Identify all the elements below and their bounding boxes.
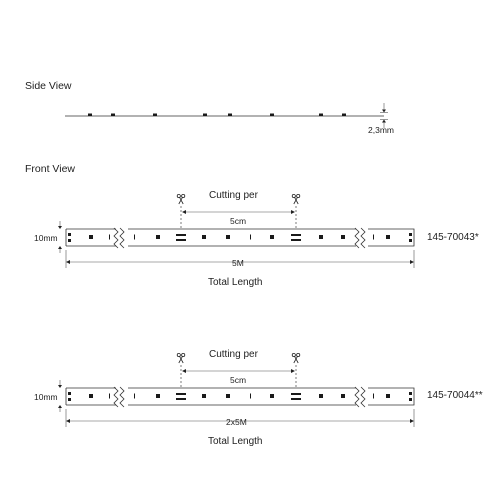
arrow-icon xyxy=(58,405,62,408)
strip-outline xyxy=(66,387,415,406)
width-label: 10mm xyxy=(34,233,58,243)
scissors-icon xyxy=(291,352,301,364)
part-number: 145-70044** xyxy=(427,390,483,401)
scissors-icon xyxy=(176,193,186,205)
cut-interval-label: 5cm xyxy=(230,216,246,226)
strip-outline xyxy=(66,228,415,247)
strip-2: Cutting per 5cm xyxy=(34,349,483,447)
led-chip xyxy=(202,235,206,239)
arrow-icon xyxy=(382,109,386,113)
scissors-icon xyxy=(291,193,301,205)
resistor xyxy=(134,234,135,240)
zigzag-break-icon xyxy=(354,386,360,408)
resistor xyxy=(134,393,135,399)
led-chip xyxy=(341,394,345,398)
solder-pad xyxy=(291,393,301,395)
arrow-icon xyxy=(58,226,62,229)
side-led xyxy=(342,113,346,116)
led-chip xyxy=(226,394,230,398)
side-led xyxy=(319,113,323,116)
solder-pad xyxy=(409,239,412,242)
zigzag-break-icon xyxy=(113,386,119,408)
length-label: 2x5M xyxy=(226,417,247,427)
total-length-label: Total Length xyxy=(208,436,263,447)
length-label: 5M xyxy=(232,258,244,268)
solder-pad xyxy=(176,239,186,241)
led-chip xyxy=(226,235,230,239)
arrow-icon xyxy=(291,369,295,373)
resistor xyxy=(109,393,110,399)
front-view-title: Front View xyxy=(25,163,75,175)
solder-pad xyxy=(409,233,412,236)
led-chip xyxy=(319,235,323,239)
thickness-label: 2,3mm xyxy=(368,125,394,135)
led-chip xyxy=(89,235,93,239)
total-length-label: Total Length xyxy=(208,277,263,288)
solder-pad xyxy=(291,398,301,400)
solder-pad xyxy=(409,392,412,395)
scissors-icon xyxy=(176,352,186,364)
zigzag-break-icon xyxy=(354,227,360,249)
arrow-icon xyxy=(382,119,386,123)
zigzag-break-icon xyxy=(119,386,125,408)
cut-interval-label: 5cm xyxy=(230,375,246,385)
led-chip xyxy=(202,394,206,398)
cutting-label: Cutting per xyxy=(209,349,259,360)
solder-pad xyxy=(176,398,186,400)
resistor xyxy=(250,234,251,240)
resistor xyxy=(109,234,110,240)
strip-1: Cutting per 5cm xyxy=(34,190,479,288)
led-chip xyxy=(89,394,93,398)
solder-pad xyxy=(176,393,186,395)
solder-pad xyxy=(68,392,71,395)
side-led xyxy=(88,113,92,116)
solder-pad xyxy=(176,234,186,236)
resistor xyxy=(373,393,374,399)
led-chip xyxy=(156,235,160,239)
zigzag-break-icon xyxy=(113,227,119,249)
led-chip xyxy=(341,235,345,239)
arrow-icon xyxy=(182,210,186,214)
arrow-icon xyxy=(182,369,186,373)
resistor xyxy=(373,234,374,240)
solder-pad xyxy=(291,239,301,241)
arrow-icon xyxy=(66,260,70,264)
arrow-icon xyxy=(410,419,414,423)
arrow-icon xyxy=(58,385,62,388)
led-chip xyxy=(156,394,160,398)
thickness-dimension: 2,3mm xyxy=(368,103,394,135)
led-chip xyxy=(386,235,390,239)
led-chip xyxy=(386,394,390,398)
side-led xyxy=(111,113,115,116)
led-chip xyxy=(319,394,323,398)
side-led xyxy=(153,113,157,116)
part-number: 145-70043* xyxy=(427,232,479,243)
solder-pad xyxy=(291,234,301,236)
led-chip xyxy=(270,394,274,398)
solder-pad xyxy=(68,239,71,242)
cutting-label: Cutting per xyxy=(209,190,259,201)
side-led xyxy=(270,113,274,116)
zigzag-break-icon xyxy=(360,227,366,249)
side-led xyxy=(228,113,232,116)
side-view-title: Side View xyxy=(25,80,72,92)
width-label: 10mm xyxy=(34,392,58,402)
side-view-leds xyxy=(88,113,346,116)
solder-pad xyxy=(409,398,412,401)
arrow-icon xyxy=(66,419,70,423)
arrow-icon xyxy=(410,260,414,264)
zigzag-break-icon xyxy=(119,227,125,249)
zigzag-break-icon xyxy=(360,386,366,408)
side-view: Side View 2,3mm xyxy=(25,80,394,135)
solder-pad xyxy=(68,398,71,401)
side-led xyxy=(203,113,207,116)
solder-pad xyxy=(68,233,71,236)
resistor xyxy=(250,393,251,399)
arrow-icon xyxy=(291,210,295,214)
arrow-icon xyxy=(58,246,62,249)
led-chip xyxy=(270,235,274,239)
